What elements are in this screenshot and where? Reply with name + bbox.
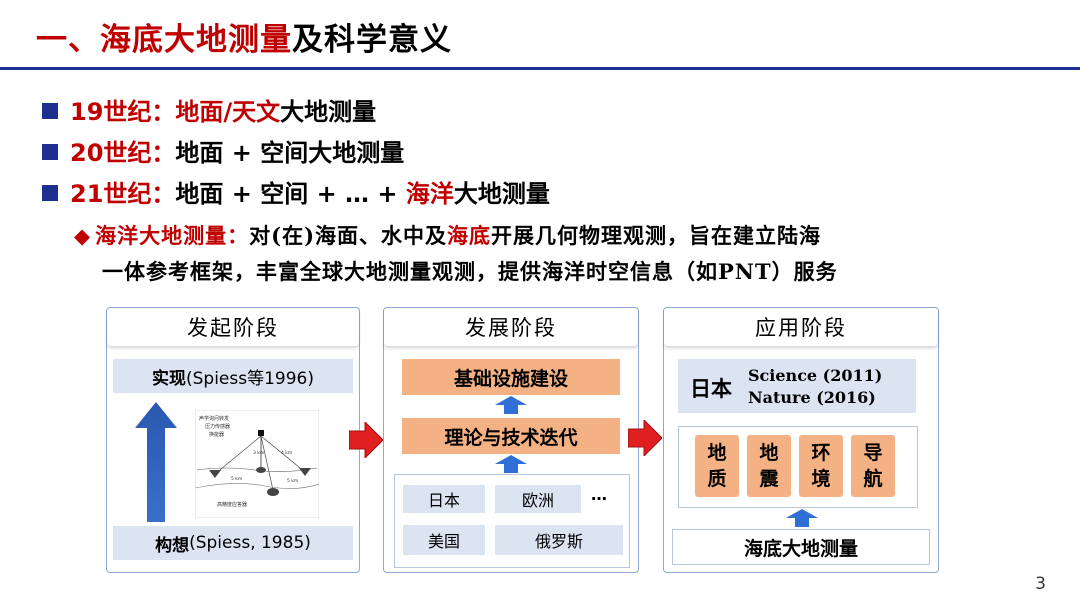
countries-box: 日本 欧洲 … 美国 俄罗斯 (394, 474, 630, 568)
topic-label: 环 境 (811, 442, 831, 490)
journal-box: 日本 Science (2011) Nature (2016) (678, 359, 916, 413)
application-stage-panel: 应用阶段 日本 Science (2011) Nature (2016) 地 质… (663, 307, 939, 573)
journal-nature: Nature (2016) (748, 388, 876, 407)
bullet-text: 地面 + 空间大地测量 (175, 139, 405, 167)
title-divider (0, 67, 1080, 70)
up-arrow-icon (495, 396, 527, 414)
topic-label: 地 质 (707, 442, 727, 490)
development-stage-title: 发展阶段 (384, 308, 638, 346)
topic-environment: 环 境 (799, 435, 843, 497)
definition-line-1: ◆海洋大地测量：对(在)海面、水中及海底开展几何物理观测，旨在建立陆海 (74, 220, 821, 250)
bullet-19th-century: 19世纪：地面/天文大地测量 (42, 92, 376, 127)
sketch-label: 换能器 (209, 431, 224, 438)
sketch-label: 5 km (231, 476, 242, 482)
seafloor-geodesy-box: 海底大地测量 (672, 529, 930, 565)
country-europe: 欧洲 (495, 485, 581, 513)
country-usa: 美国 (403, 525, 485, 555)
topic-label: 导 航 (863, 442, 883, 490)
sketch-label: 高精度应答器 (217, 501, 247, 508)
square-bullet-icon (42, 144, 58, 160)
bullet-label: 21世纪： (70, 180, 176, 208)
realization-citation: (Spiess等1996) (185, 368, 314, 389)
topic-label: 地 震 (759, 442, 779, 490)
topic-geology: 地 质 (695, 435, 739, 497)
definition-text: 开展几何物理观测，旨在建立陆海 (491, 223, 822, 248)
journal-country: 日本 (690, 377, 732, 401)
realization-label: 实现 (151, 368, 186, 389)
topic-navigation: 导 航 (851, 435, 895, 497)
slide-title: 一、海底大地测量及科学意义 (36, 14, 452, 59)
topic-earthquake: 地 震 (747, 435, 791, 497)
definition-highlight: 海底 (447, 223, 492, 248)
more-ellipsis: … (591, 485, 607, 504)
sketch-label: 5 km (287, 478, 298, 484)
theory-iteration-box: 理论与技术迭代 (402, 418, 620, 454)
journal-science: Science (2011) (748, 366, 883, 385)
bullet-text: 大地测量 (280, 98, 377, 126)
initiation-stage-title: 发起阶段 (107, 308, 359, 346)
concept-label: 构想 (155, 535, 190, 556)
sketch-label: 声学询问转发 (199, 415, 229, 422)
seafloor-sketch-image: 声学询问转发 压力传感器 换能器 3 km 4 km 5 km 5 km 高精度… (195, 410, 319, 518)
right-arrow-icon (628, 420, 662, 456)
realization-box: 实现(Spiess等1996) (113, 359, 353, 393)
bullet-label: 20世纪： (70, 139, 176, 167)
bullet-label: 19世纪： (70, 98, 176, 126)
right-arrow-icon (349, 422, 383, 458)
title-highlight: 一、海底大地测量 (36, 22, 292, 58)
topics-box: 地 质 地 震 环 境 导 航 (678, 426, 918, 508)
page-number: 3 (1035, 574, 1046, 594)
sketch-label: 压力传感器 (205, 423, 230, 430)
bullet-highlight: 地面/天文 (175, 98, 281, 126)
initiation-stage-panel: 发起阶段 实现(Spiess等1996) 声学询问转发 压力传感器 换能器 3 … (106, 307, 360, 573)
application-stage-title: 应用阶段 (664, 308, 938, 346)
journal-list: Science (2011) Nature (2016) (748, 365, 882, 409)
country-japan: 日本 (403, 485, 485, 513)
definition-text: 对(在)海面、水中及 (249, 223, 448, 248)
title-rest: 及科学意义 (292, 22, 452, 58)
bullet-21st-century: 21世纪：地面 + 空间 + … + 海洋大地测量 (42, 174, 550, 209)
up-arrow-icon (495, 455, 527, 473)
definition-line-2: 一体参考框架，丰富全球大地测量观测，提供海洋时空信息（如PNT）服务 (102, 259, 838, 284)
bullet-text: 地面 + 空间 + … + (175, 180, 406, 208)
concept-box: 构想(Spiess, 1985) (113, 526, 353, 560)
sketch-label: 4 km (281, 450, 292, 456)
bullet-highlight: 海洋 (405, 180, 454, 208)
infrastructure-box: 基础设施建设 (402, 359, 620, 395)
bullet-text: 大地测量 (453, 180, 550, 208)
sketch-label: 3 km (253, 450, 264, 456)
up-arrow-icon (786, 509, 818, 527)
definition-term: 海洋大地测量： (95, 223, 250, 248)
development-stage-panel: 发展阶段 基础设施建设 理论与技术迭代 日本 欧洲 … 美国 俄罗斯 (383, 307, 639, 573)
diamond-bullet-icon: ◆ (74, 223, 92, 248)
up-arrow-icon (135, 402, 177, 522)
square-bullet-icon (42, 103, 58, 119)
concept-citation: (Spiess, 1985) (189, 533, 311, 553)
country-russia: 俄罗斯 (495, 525, 623, 555)
square-bullet-icon (42, 185, 58, 201)
bullet-20th-century: 20世纪：地面 + 空间大地测量 (42, 133, 404, 168)
